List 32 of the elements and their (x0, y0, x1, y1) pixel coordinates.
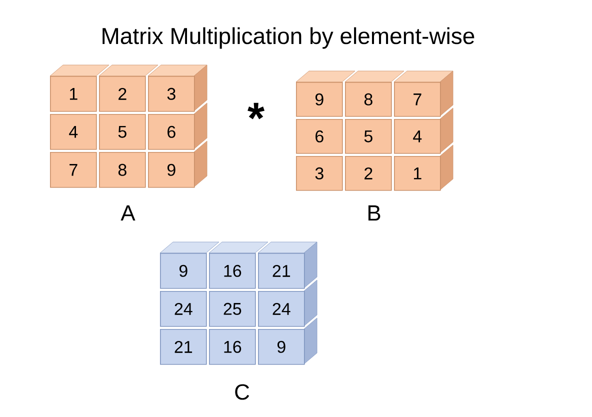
cube: 9 (296, 70, 356, 117)
cube: 21 (160, 329, 207, 365)
cube: 6 (148, 102, 208, 150)
matrix-label: C (235, 384, 250, 400)
cube: 8 (99, 152, 146, 188)
cube: 2 (98, 64, 158, 112)
cube: 2 (345, 156, 392, 191)
cube: 4 (50, 114, 97, 150)
cube: 9 (148, 140, 208, 188)
cube: 3 (296, 156, 343, 191)
cube: 1 (50, 64, 110, 112)
cube: 7 (50, 152, 97, 188)
cube: 3 (148, 64, 208, 112)
cube: 9 (160, 242, 220, 289)
cube: 8 (344, 70, 404, 117)
cube: 5 (345, 119, 392, 154)
matrix-label: B (368, 205, 380, 221)
cube: 7 (394, 70, 454, 117)
cube: 4 (394, 108, 454, 154)
cube: 5 (99, 114, 146, 150)
cube: 25 (209, 291, 256, 327)
multiply-sign: * (248, 102, 265, 120)
cube: 1 (394, 144, 454, 191)
title: Matrix Multiplication by element-wise (102, 27, 474, 49)
cube: 21 (258, 242, 318, 289)
cube: 16 (209, 329, 256, 365)
cube: 24 (258, 280, 318, 327)
cube: 16 (208, 242, 268, 289)
cube: 6 (296, 119, 343, 154)
cube: 24 (160, 291, 207, 327)
cube: 9 (258, 318, 318, 365)
matrix-label: A (120, 205, 136, 221)
